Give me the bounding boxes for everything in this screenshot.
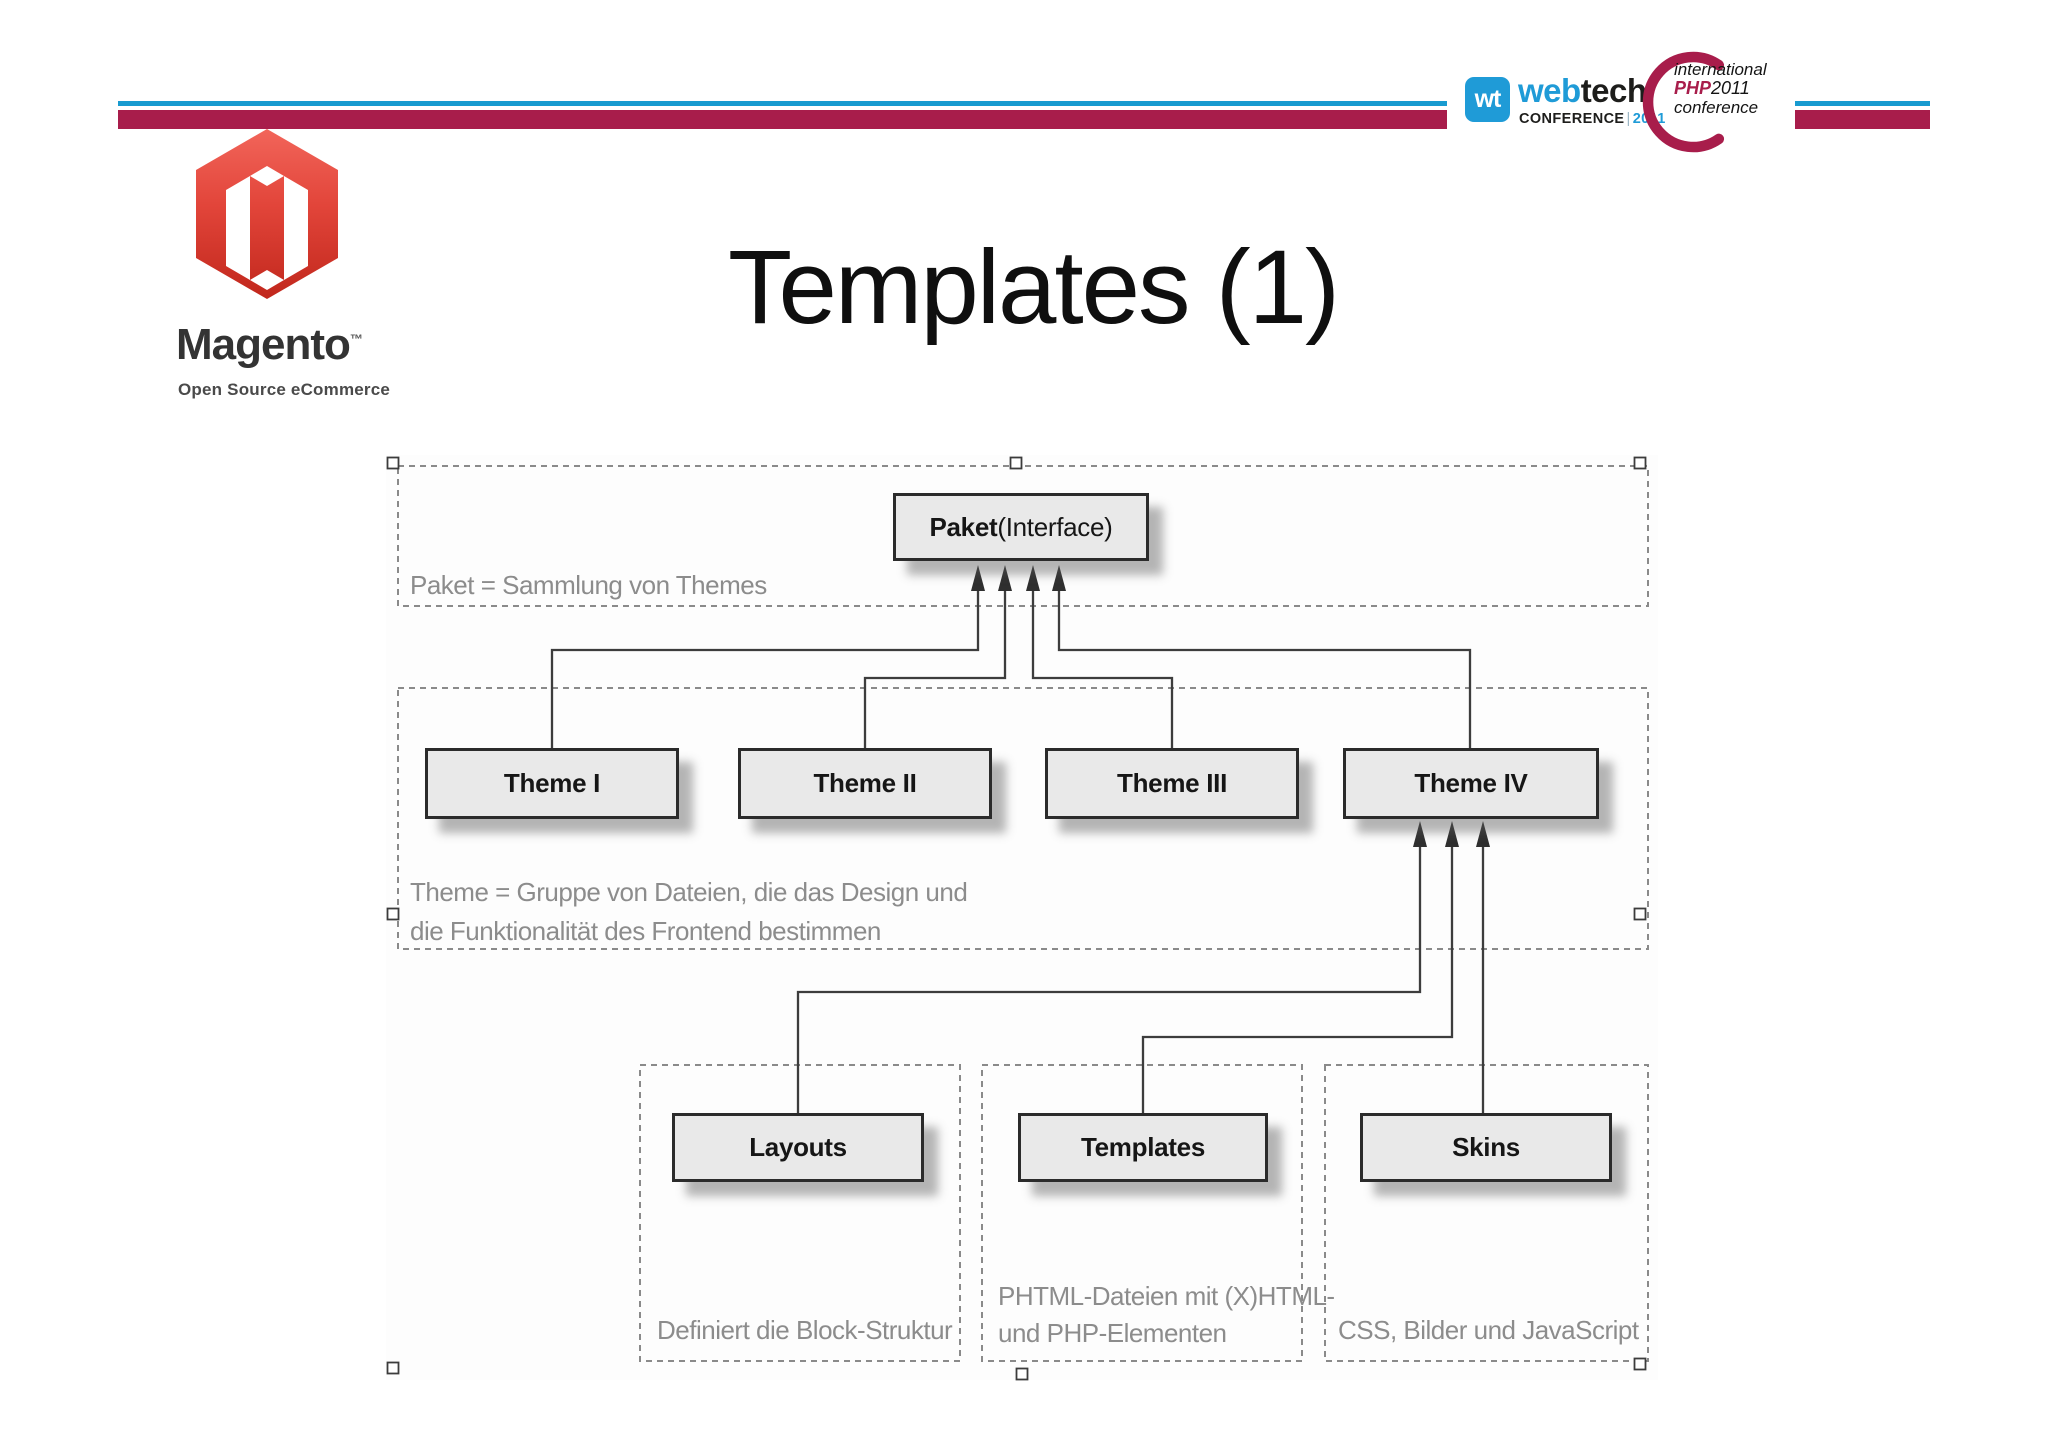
webtech-name-web: web xyxy=(1518,72,1581,109)
arrowhead-icon xyxy=(971,565,985,591)
node-layouts-label: Layouts xyxy=(749,1132,847,1162)
connector-theme4-paket xyxy=(1057,590,1472,748)
arrowhead-icon xyxy=(1445,821,1459,847)
node-theme-1-label: Theme I xyxy=(503,768,601,798)
templates-caption: PHTML-Dateien mit (X)HTML- und PHP-Eleme… xyxy=(998,1278,1335,1352)
webtech-logo-name: webtech xyxy=(1518,72,1647,110)
node-paket-rest: (Interface) xyxy=(997,511,1113,542)
php-conference-line2: PHP2011 xyxy=(1674,79,1767,98)
magento-tagline: Open Source eCommerce xyxy=(178,380,391,399)
theme-caption-line1: Theme = Gruppe von Dateien, die das Desi… xyxy=(410,877,968,907)
node-theme-3-label: Theme III xyxy=(1117,768,1227,798)
webtech-icon-glyph: wt xyxy=(1474,85,1502,113)
header-rule-teal-right xyxy=(1795,101,1930,106)
php-conference-logo-text: international PHP2011 conference xyxy=(1674,60,1767,117)
header-rule-teal-left xyxy=(118,101,1447,106)
webtech-logo-icon: wt xyxy=(1465,77,1510,122)
magento-name: Magento xyxy=(176,320,351,369)
node-templates: Templates xyxy=(1018,1113,1268,1182)
php-conference-php: PHP xyxy=(1674,78,1712,98)
webtech-name-tech: tech xyxy=(1580,72,1647,109)
php-conference-line1: international xyxy=(1674,60,1767,79)
selection-handle[interactable] xyxy=(1633,1357,1647,1371)
node-theme-4-label: Theme IV xyxy=(1414,768,1528,798)
selection-handle[interactable] xyxy=(386,907,400,921)
selection-handle[interactable] xyxy=(1633,907,1647,921)
selection-handle[interactable] xyxy=(1015,1367,1029,1381)
connector-layouts-theme4 xyxy=(796,846,1422,1113)
arrowhead-icon xyxy=(998,565,1012,591)
paket-group-frame xyxy=(397,465,1649,607)
node-skins-label: Skins xyxy=(1452,1132,1520,1162)
php-conference-line3: conference xyxy=(1674,98,1759,117)
node-skins: Skins xyxy=(1360,1113,1612,1182)
selection-handle[interactable] xyxy=(1633,456,1647,470)
node-theme-2-label: Theme II xyxy=(813,768,917,798)
theme-caption-line2: die Funktionalität des Frontend bestimme… xyxy=(410,916,881,946)
magento-logo-icon xyxy=(196,129,338,299)
paket-caption: Paket = Sammlung von Themes xyxy=(410,570,767,600)
selection-handle[interactable] xyxy=(386,456,400,470)
magento-trademark: ™ xyxy=(349,331,363,347)
php-conference-logo-icon xyxy=(1642,51,1725,153)
arrowhead-icon xyxy=(1052,565,1066,591)
connector-templates-theme4 xyxy=(1141,846,1454,1113)
arrowhead-icon xyxy=(1413,821,1427,847)
connector-theme2-paket xyxy=(863,590,1007,748)
connector-theme1-paket xyxy=(550,590,980,748)
header-rule-maroon-right xyxy=(1795,110,1930,129)
slide-title: Templates (1) xyxy=(727,229,1340,346)
node-theme-3: Theme III xyxy=(1045,748,1299,819)
templates-caption-line2: und PHP-Elementen xyxy=(998,1318,1227,1348)
node-theme-1: Theme I xyxy=(425,748,679,819)
php-conference-year: 2011 xyxy=(1711,78,1750,98)
node-templates-label: Templates xyxy=(1081,1132,1205,1162)
theme-group-frame xyxy=(397,687,1649,950)
skins-group-frame xyxy=(1324,1064,1649,1362)
arrowhead-icon xyxy=(1026,565,1040,591)
templates-caption-line1: PHTML-Dateien mit (X)HTML- xyxy=(998,1281,1335,1311)
diagram-background xyxy=(386,455,1658,1380)
header-rule-maroon-left xyxy=(118,110,1447,129)
theme-caption: Theme = Gruppe von Dateien, die das Desi… xyxy=(410,873,968,951)
webtech-sub-divider: | xyxy=(1626,111,1631,127)
node-theme-2: Theme II xyxy=(738,748,992,819)
node-theme-4: Theme IV xyxy=(1343,748,1599,819)
node-layouts: Layouts xyxy=(672,1113,924,1182)
selection-handle[interactable] xyxy=(1009,456,1023,470)
selection-handle[interactable] xyxy=(386,1361,400,1375)
magento-wordmark: Magento™ xyxy=(176,320,363,370)
layouts-caption: Definiert die Block-Struktur xyxy=(657,1315,953,1345)
node-paket-bold: Paket xyxy=(929,511,998,542)
skins-caption: CSS, Bilder und JavaScript xyxy=(1338,1315,1639,1345)
arrowhead-icon xyxy=(1476,821,1490,847)
layouts-group-frame xyxy=(639,1064,961,1362)
connector-theme3-paket xyxy=(1031,590,1174,748)
node-paket: Paket (Interface) xyxy=(893,493,1149,561)
webtech-sub-conference: CONFERENCE xyxy=(1519,111,1625,127)
